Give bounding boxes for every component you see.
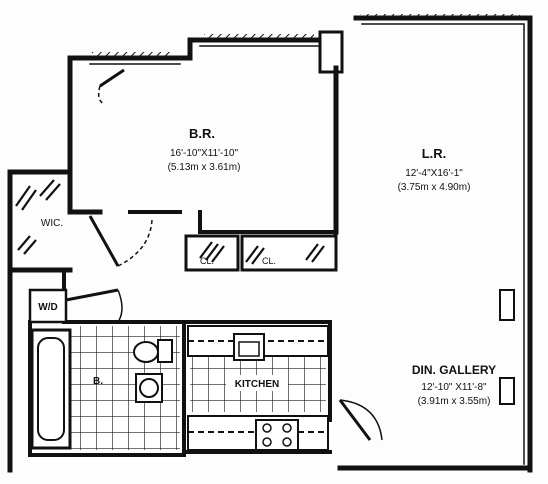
bedroom-dim-metric: (5.13m x 3.61m): [168, 162, 241, 173]
kitchen-label-bg: [226, 375, 288, 391]
kitchen-label: KITCHEN: [235, 379, 279, 390]
washer-dryer-label: W/D: [38, 302, 57, 313]
toilet-icon: [133, 339, 173, 363]
living-room-dim-imperial: 12'-4"X16'-1": [405, 168, 463, 179]
bedroom-dim-imperial: 16'-10"X11'-10": [170, 148, 238, 159]
living-room-dim-metric: (3.75m x 4.90m): [398, 182, 471, 193]
closet-rod-icon: [15, 179, 325, 265]
closet-label-1: CL.: [200, 256, 214, 266]
kitchen-sink-icon: [233, 333, 265, 361]
living-room-name: L.R.: [422, 146, 447, 161]
wic-label: WIC.: [41, 218, 63, 229]
dining-gallery-name: DIN. GALLERY: [412, 363, 496, 377]
closet-label-2: CL.: [262, 256, 276, 266]
stove-icon: [255, 419, 299, 451]
bathroom-label: B.: [93, 376, 103, 387]
washer-dryer-box: [28, 288, 68, 324]
window-icon: [92, 14, 520, 58]
dining-gallery-dim-imperial: 12'-10" X11'-8": [421, 382, 487, 393]
bathtub-icon: [30, 328, 72, 450]
dining-gallery-dim-metric: (3.91m x 3.55m): [418, 396, 491, 407]
bedroom-name: B.R.: [189, 126, 215, 141]
sink-icon: [135, 373, 163, 403]
room-labels: B.R. 16'-10"X11'-10" (5.13m x 3.61m) L.R…: [38, 126, 496, 407]
